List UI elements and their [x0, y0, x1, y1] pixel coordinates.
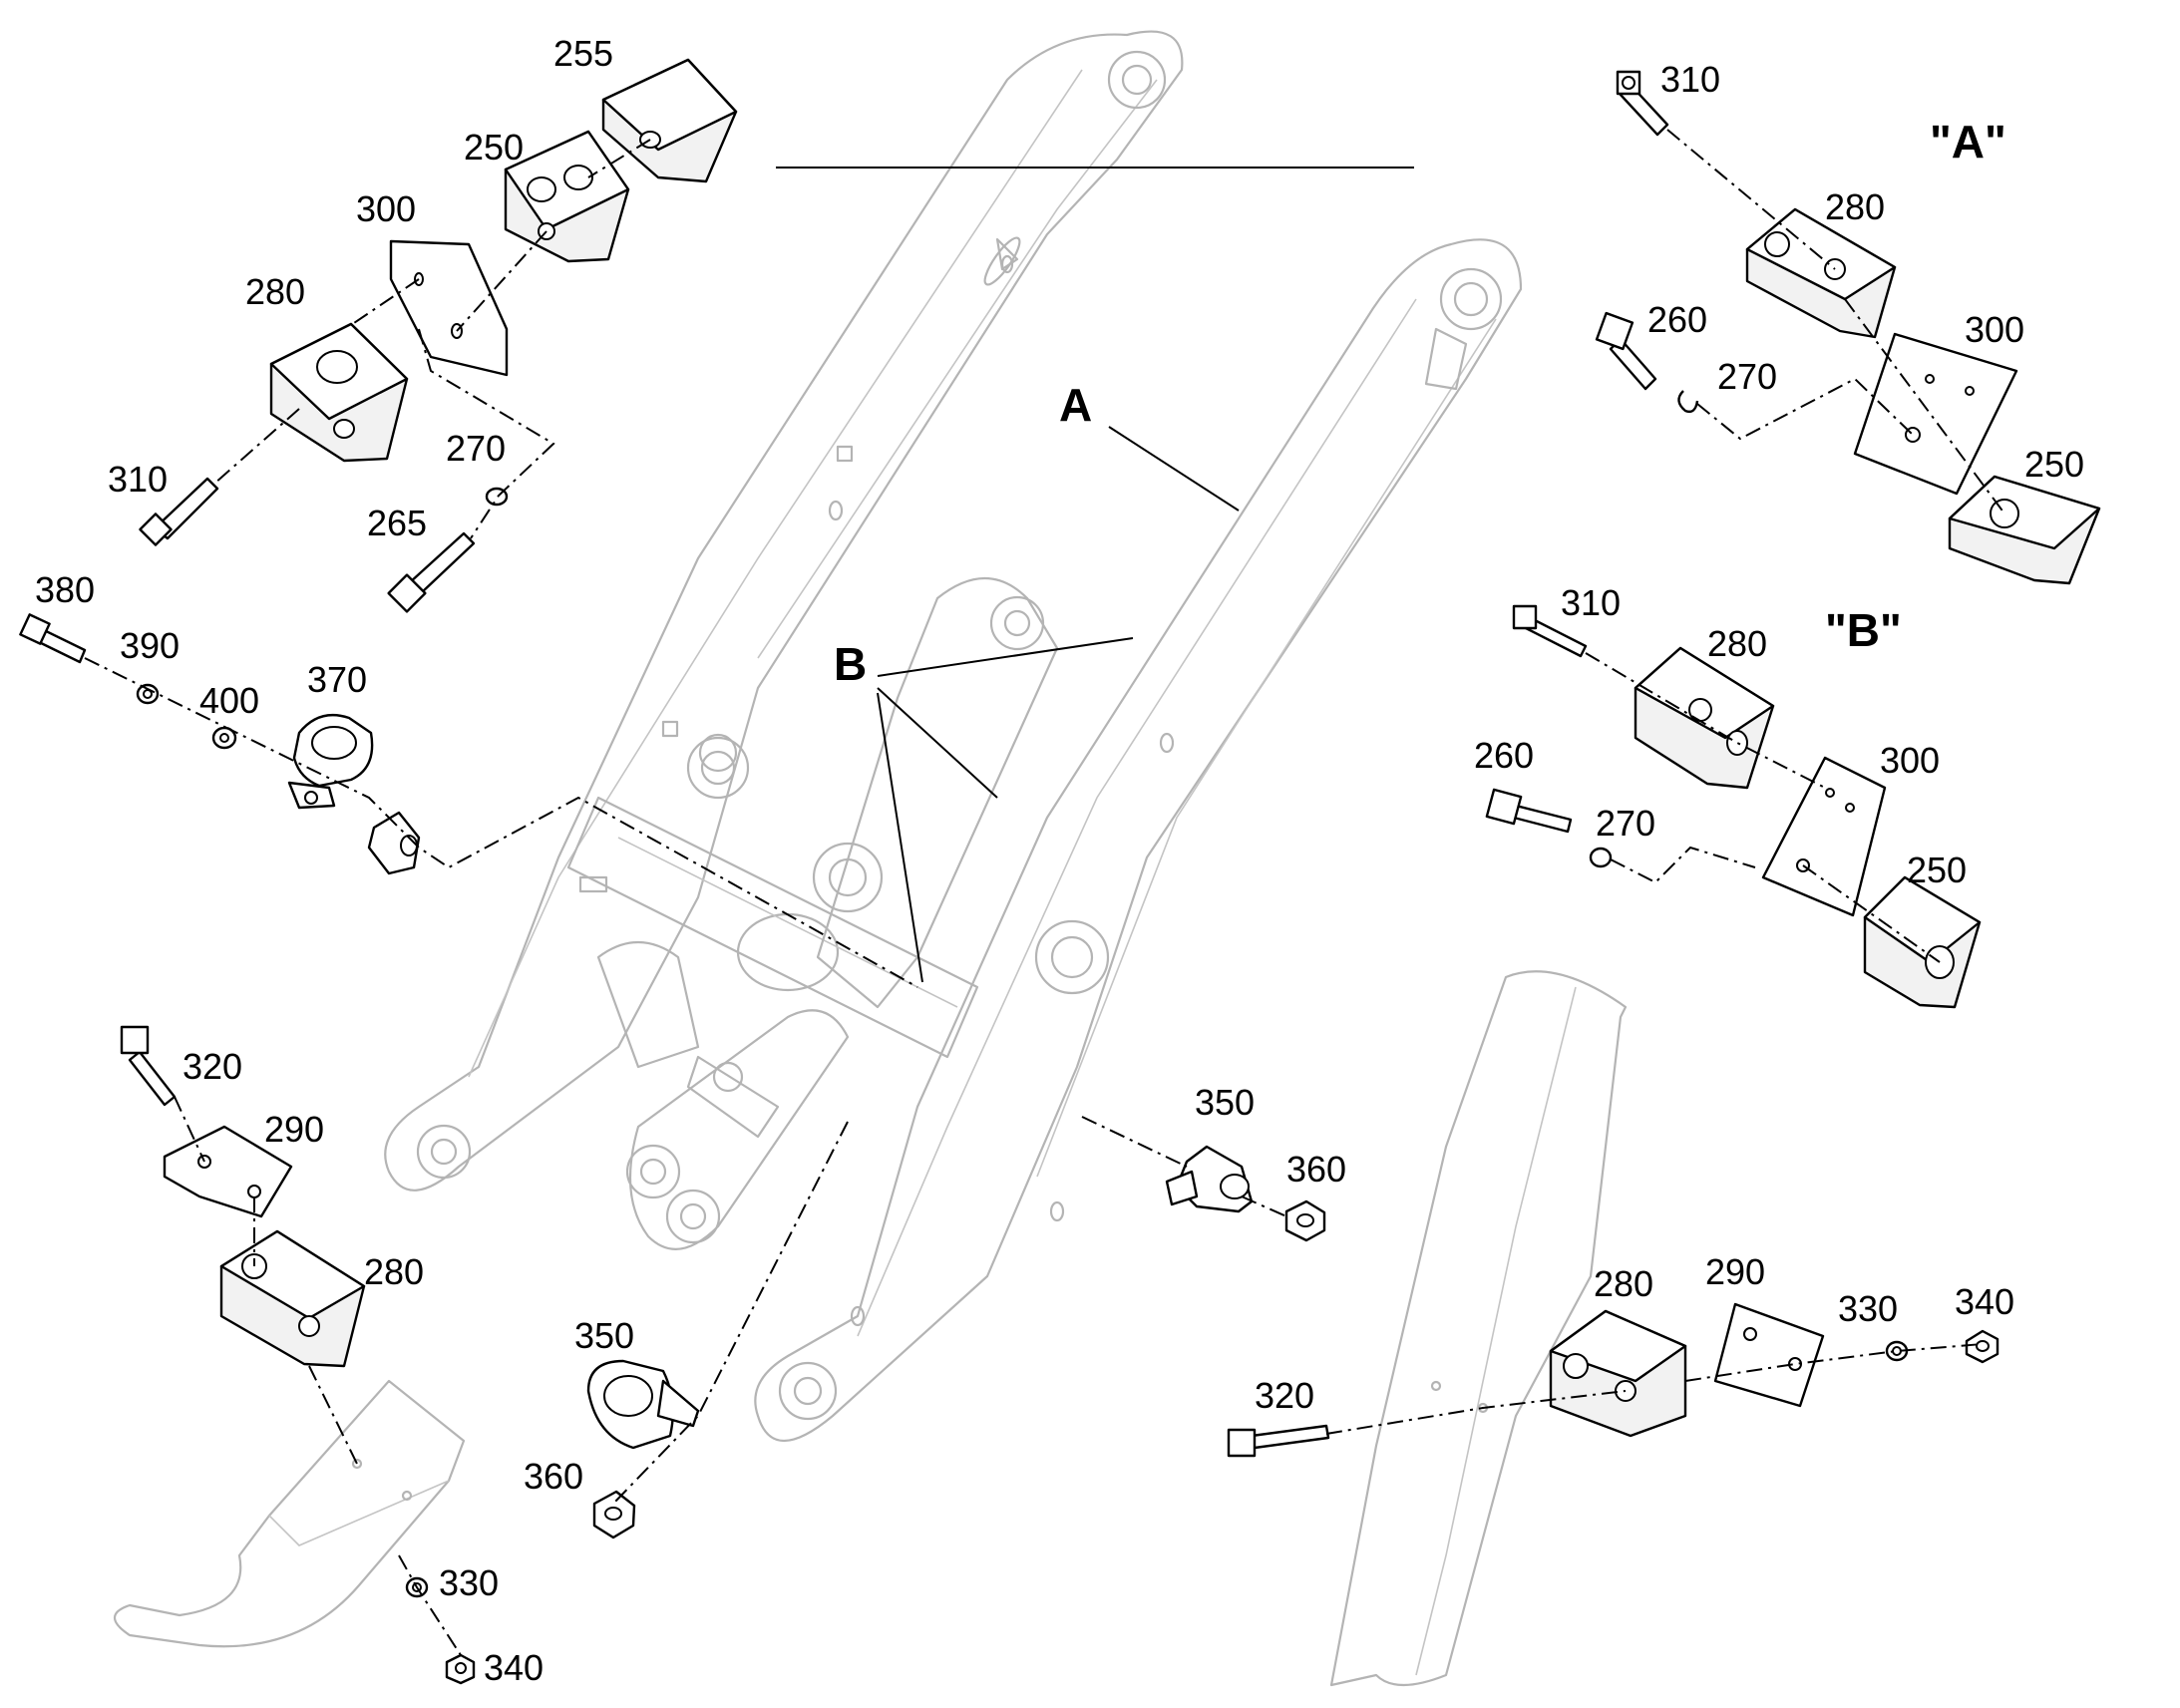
callout-290-left: 290 — [264, 1109, 324, 1150]
callout-250: 250 — [464, 127, 524, 168]
callout-310-view-b: 310 — [1561, 582, 1621, 623]
callout-310: 310 — [108, 459, 168, 500]
callout-280-left: 280 — [364, 1251, 424, 1292]
callout-270-view-a: 270 — [1717, 356, 1777, 397]
callout-260-view-b: 260 — [1474, 735, 1534, 776]
callout-350-bottom: 350 — [574, 1315, 634, 1356]
part-300-plate-view-a — [1853, 332, 2018, 496]
callout-380: 380 — [35, 569, 95, 610]
callout-340-right: 340 — [1955, 1281, 2014, 1322]
callout-280: 280 — [245, 271, 305, 312]
callout-270-view-b: 270 — [1596, 803, 1655, 844]
callout-290-right: 290 — [1705, 1251, 1765, 1292]
view-b-assembly — [1485, 604, 1982, 1009]
clamp-assembly-bottom-right — [1227, 970, 1999, 1687]
callout-320-right: 320 — [1255, 1375, 1314, 1416]
callout-250-view-a: 250 — [2024, 444, 2084, 485]
callout-370: 370 — [307, 659, 367, 700]
callout-270: 270 — [446, 428, 506, 469]
callout-340-left: 340 — [484, 1647, 544, 1688]
callout-300-view-b: 300 — [1880, 740, 1940, 781]
callout-360-center: 360 — [1286, 1149, 1346, 1190]
clamp-assembly-top-left — [139, 58, 738, 613]
spacer-sleeve — [367, 811, 421, 875]
callout-260-view-a: 260 — [1647, 299, 1707, 340]
callout-300-view-a: 300 — [1965, 309, 2024, 350]
clip-assembly-left — [19, 613, 918, 988]
view-a-assembly — [1595, 70, 2101, 585]
clip-assembly-bottom-middle — [586, 1121, 849, 1539]
part-320-bolt-right — [1250, 1424, 1330, 1450]
view-a-title: "A" — [1930, 116, 2006, 168]
callout-265: 265 — [367, 503, 427, 543]
vertical-bracket — [1329, 970, 1628, 1687]
part-300-plate-view-b — [1761, 756, 1887, 917]
part-320-bolt-left — [128, 1050, 177, 1107]
part-290-plate-right — [1713, 1302, 1825, 1408]
callout-280-view-b: 280 — [1707, 623, 1767, 664]
callout-250-view-b: 250 — [1907, 850, 1967, 890]
part-260-bolt-view-b — [1512, 804, 1573, 834]
reference-leaders — [776, 167, 1414, 983]
callout-390: 390 — [120, 625, 180, 666]
callout-310-view-a: 310 — [1660, 59, 1720, 100]
callout-400: 400 — [199, 680, 259, 721]
callout-350-center: 350 — [1195, 1082, 1255, 1123]
part-270-washer-view-a — [1677, 390, 1699, 414]
callout-320-left: 320 — [182, 1046, 242, 1087]
clamp-assembly-bottom-left — [113, 1025, 476, 1685]
part-300-plate — [389, 239, 509, 377]
view-b-title: "B" — [1825, 604, 1902, 656]
callout-360-bottom: 360 — [524, 1456, 583, 1497]
callout-280-view-a: 280 — [1825, 186, 1885, 227]
callout-255: 255 — [553, 33, 613, 74]
reference-letter-b: B — [834, 638, 867, 690]
callout-330-right: 330 — [1838, 1288, 1898, 1329]
callout-300: 300 — [356, 188, 416, 229]
reference-letter-a: A — [1059, 379, 1092, 431]
part-270-washer-view-b — [1589, 847, 1613, 868]
clip-assembly-center-right — [1081, 1116, 1326, 1242]
callout-labels: "A" "B" A B 255 250 300 280 310 270 265 … — [35, 33, 2084, 1688]
callout-280-right: 280 — [1594, 1263, 1653, 1304]
callout-330-left: 330 — [439, 1562, 499, 1603]
